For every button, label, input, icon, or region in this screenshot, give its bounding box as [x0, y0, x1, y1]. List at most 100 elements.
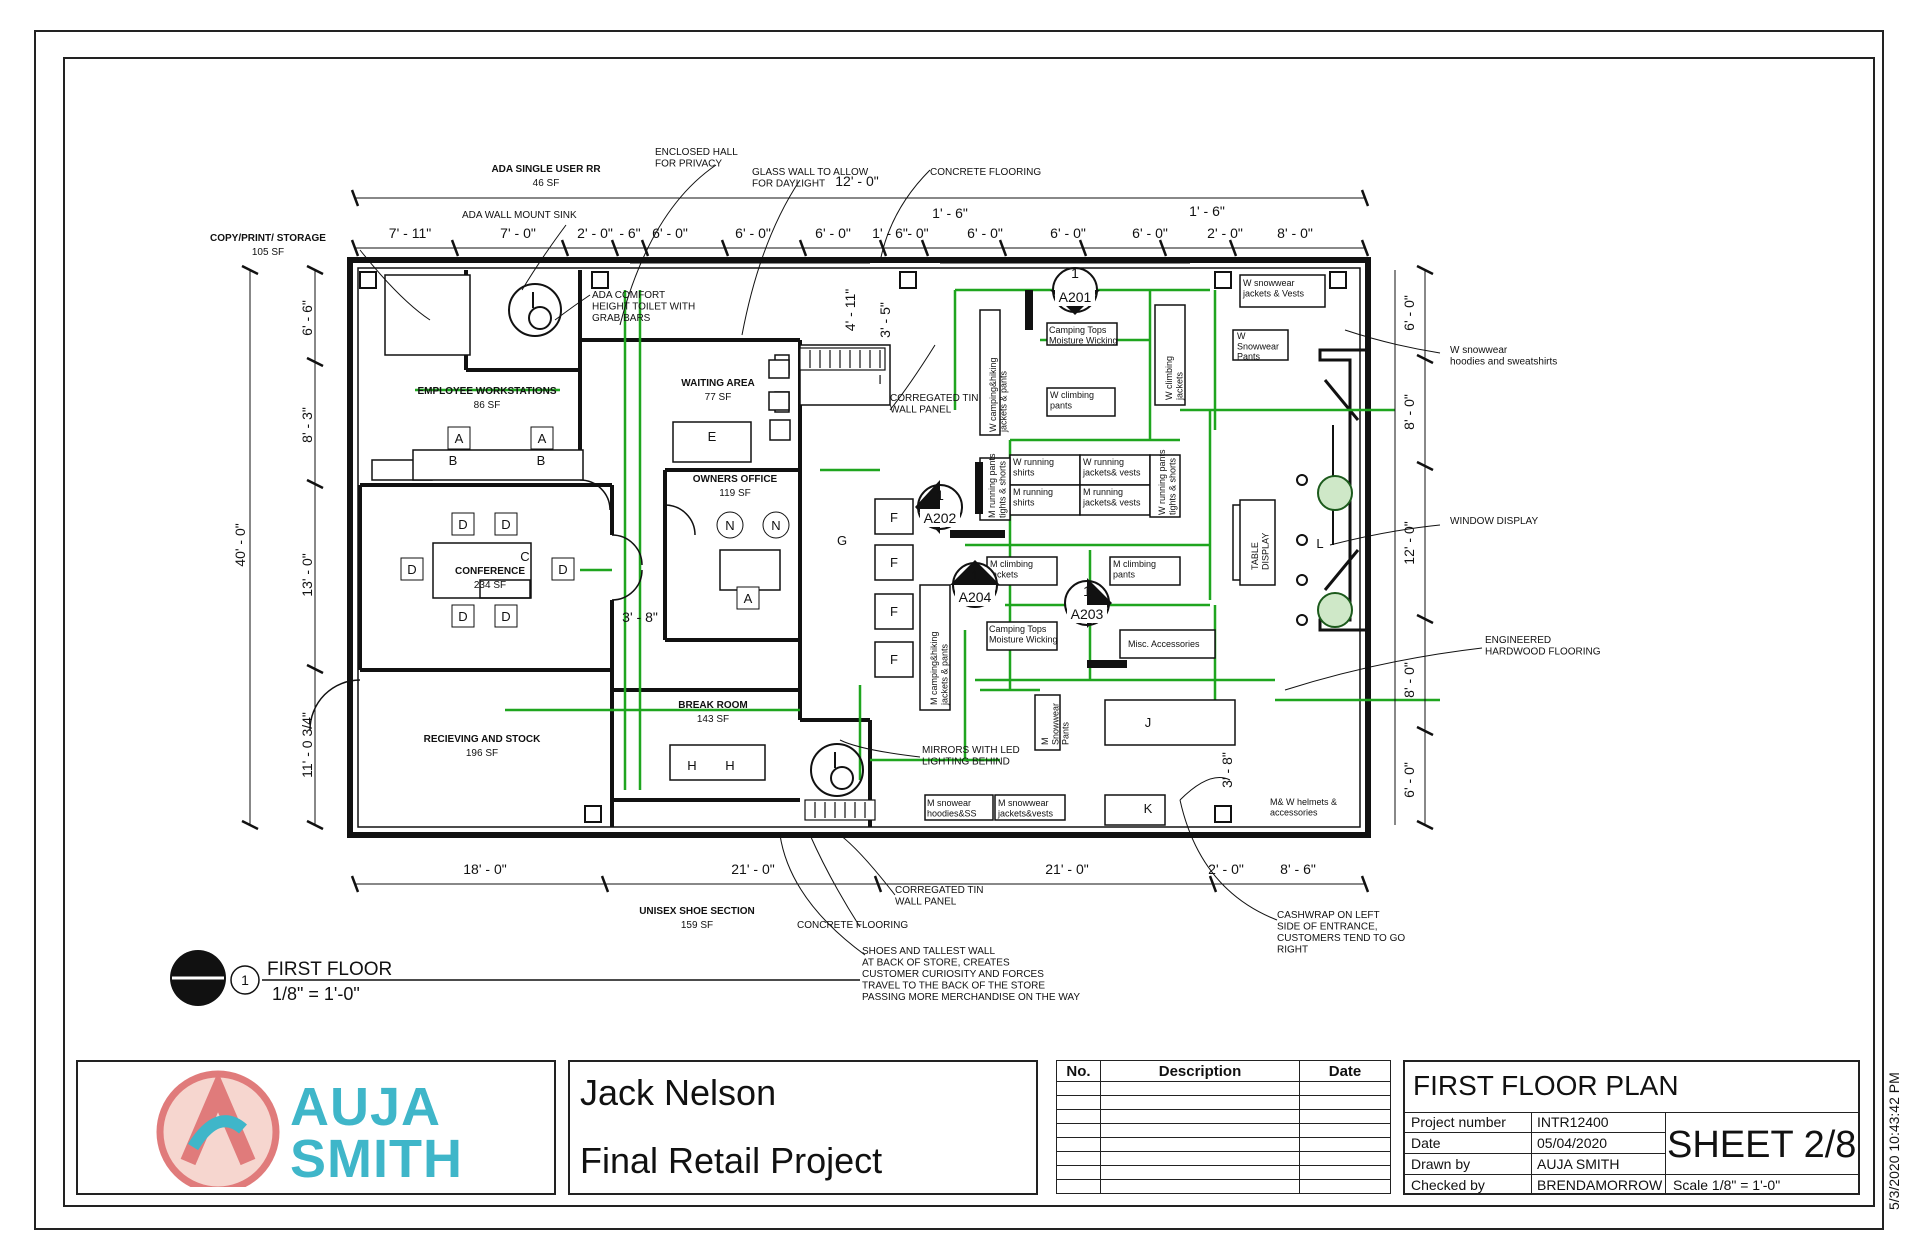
- dim-top-9: 6' - 0": [967, 225, 1003, 241]
- section-label-a203: A203: [1071, 606, 1104, 622]
- view-number: 1: [241, 972, 249, 988]
- room-name-shoe: UNISEX SHOE SECTION: [639, 906, 755, 917]
- room-area-ada: 46 SF: [533, 178, 560, 189]
- client-name: Jack Nelson: [580, 1072, 777, 1113]
- dim-top-2: 2' - 0": [577, 225, 613, 241]
- dim-top-6: 6' - 0": [815, 225, 851, 241]
- dimension-text: 7' - 11" 7' - 0" 2' - 0" - 6" 6' - 0" 6'…: [232, 173, 1417, 877]
- room-name-conference: CONFERENCE: [455, 566, 525, 577]
- plant-icons: [1296, 474, 1353, 628]
- fixture-w-climb-jackets: W climbingjackets: [1164, 356, 1184, 401]
- checked-by-label: Checked by: [1411, 1177, 1485, 1193]
- dim-top-10: 6' - 0": [1050, 225, 1086, 241]
- revision-table: No. Description Date: [1056, 1060, 1391, 1194]
- columns: [359, 271, 1347, 823]
- note-ada-sink: ADA WALL MOUNT SINK: [462, 210, 577, 221]
- svg-text:B: B: [537, 453, 546, 468]
- room-area-waiting: 77 SF: [705, 392, 732, 403]
- dim-left-0: 6' - 6": [299, 300, 315, 336]
- rev-header-date: Date: [1299, 1060, 1391, 1082]
- room-name-copy: COPY/PRINT/ STORAGE: [210, 233, 326, 244]
- svg-text:L: L: [1316, 536, 1323, 551]
- dimension-ticks: [241, 189, 1434, 893]
- sheet-border: [34, 30, 1884, 1230]
- checked-by-value: BRENDAMORROW: [1537, 1177, 1663, 1193]
- note-concrete-top: CONCRETE FLOORING: [930, 167, 1041, 178]
- room-area-copy: 105 SF: [252, 247, 284, 258]
- svg-text:I: I: [878, 372, 882, 387]
- section-label-a204: A204: [959, 589, 992, 605]
- room-area-receiving: 196 SF: [466, 748, 498, 759]
- svg-text:H: H: [687, 758, 696, 773]
- drawing-border: [63, 57, 1875, 1207]
- logo-text-line1: AUJA: [290, 1077, 442, 1137]
- dim-top-12: 2' - 0": [1207, 225, 1243, 241]
- dim-right-2: 12' - 0": [1401, 521, 1417, 564]
- dim-left-2: 13' - 0": [299, 553, 315, 596]
- svg-text:H: H: [725, 758, 734, 773]
- tin-panels: [799, 347, 886, 821]
- svg-text:A: A: [455, 431, 464, 446]
- svg-text:G: G: [837, 533, 847, 548]
- dim-left-3: 11' - 0 3/4": [299, 712, 315, 778]
- dim-bottom-3: 2' - 0": [1208, 861, 1244, 877]
- auja-smith-logo-icon: [156, 1070, 280, 1187]
- room-name-waiting: WAITING AREA: [681, 378, 755, 389]
- section-label-a201: A201: [1059, 289, 1092, 305]
- svg-text:D: D: [458, 517, 467, 532]
- dim-top-7: 1' - 6": [872, 225, 908, 241]
- date-label: Date: [1411, 1135, 1441, 1151]
- doors: [309, 479, 696, 731]
- dim-top-13: 8' - 0": [1277, 225, 1313, 241]
- dim-left-overall: 40' - 0": [232, 523, 248, 566]
- dim-top-1: 7' - 0": [500, 225, 536, 241]
- svg-text:1: 1: [971, 567, 979, 583]
- svg-text:B: B: [449, 453, 458, 468]
- room-name-owners: OWNERS OFFICE: [693, 474, 778, 485]
- svg-text:C: C: [520, 549, 529, 564]
- rev-header-description: Description: [1100, 1060, 1300, 1082]
- dim-left-1: 8' - 3": [299, 407, 315, 443]
- accessible-icon: [508, 283, 864, 797]
- svg-text:D: D: [407, 562, 416, 577]
- sheet-info-box: FIRST FLOOR PLAN Project number INTR1240…: [1403, 1060, 1860, 1195]
- dim-top-extra-0: 1' - 6": [932, 205, 968, 221]
- view-scale: 1/8" = 1'-0": [272, 984, 360, 1004]
- project-number-value: INTR12400: [1537, 1114, 1609, 1130]
- fixture-misc: Misc. Accessories: [1128, 639, 1200, 649]
- room-name-employee: EMPLOYEE WORKSTATIONS: [417, 386, 556, 397]
- svg-text:D: D: [558, 562, 567, 577]
- note-window-display: WINDOW DISPLAY: [1450, 516, 1538, 527]
- svg-text:1: 1: [1083, 583, 1091, 599]
- section-marker-a201: 1 A201: [1050, 265, 1100, 315]
- svg-text:F: F: [890, 510, 898, 525]
- rev-header-no: No.: [1056, 1060, 1101, 1082]
- svg-text:D: D: [501, 517, 510, 532]
- room-area-shoe: 159 SF: [681, 920, 713, 931]
- view-title: 1 FIRST FLOOR 1/8" = 1'-0": [170, 950, 860, 1006]
- room-labels: ADA SINGLE USER RR 46 SF COPY/PRINT/ STO…: [210, 164, 778, 931]
- dim-top-5: 6' - 0": [735, 225, 771, 241]
- dim-bottom-2: 21' - 0": [1045, 861, 1088, 877]
- svg-text:E: E: [708, 429, 717, 444]
- room-name-receiving: RECIEVING AND STOCK: [424, 734, 541, 745]
- dim-top-extra-2: 12' - 0": [835, 173, 878, 189]
